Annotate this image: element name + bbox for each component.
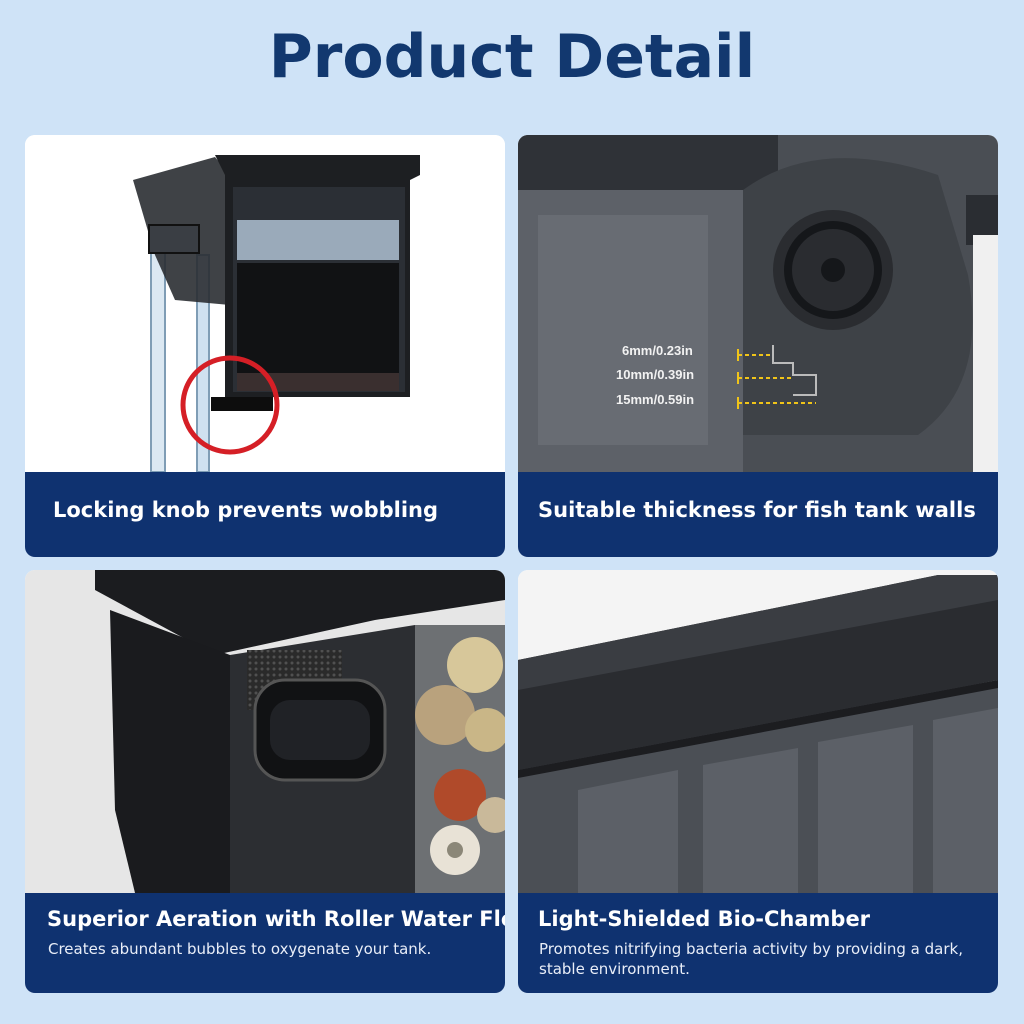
caption-subtitle: Creates abundant bubbles to oxygenate yo… <box>48 940 432 958</box>
caption-bar: Suitable thickness for fish tank walls <box>518 472 998 557</box>
caption-subtitle: Promotes nitrifying bacteria activity by… <box>539 940 963 978</box>
caption-title: Locking knob prevents wobbling <box>53 498 439 522</box>
page-title: Product Detail <box>268 22 756 92</box>
measurement-label: 6mm/0.23in <box>622 343 693 358</box>
aeration-photo <box>25 570 505 893</box>
feature-card-wall-thickness: 6mm/0.23in 10mm/0.39in 15mm/0.59in Suita… <box>518 135 998 557</box>
caption-bar: Superior Aeration with Roller Water Flow… <box>25 893 505 993</box>
caption-bar: Locking knob prevents wobbling <box>25 472 505 557</box>
caption-title: Superior Aeration with Roller Water Flow <box>47 907 505 931</box>
locking-knob-photo <box>25 135 505 472</box>
bio-chamber-photo <box>518 570 998 893</box>
caption-title: Light-Shielded Bio-Chamber <box>538 907 871 931</box>
wall-thickness-photo: 6mm/0.23in 10mm/0.39in 15mm/0.59in <box>518 135 998 472</box>
feature-card-aeration: Superior Aeration with Roller Water Flow… <box>25 570 505 993</box>
feature-card-locking-knob: Locking knob prevents wobbling <box>25 135 505 557</box>
caption-title: Suitable thickness for fish tank walls <box>538 498 976 522</box>
measurement-label: 10mm/0.39in <box>616 367 695 382</box>
measurement-label: 15mm/0.59in <box>616 392 695 407</box>
caption-bar: Light-Shielded Bio-Chamber Promotes nitr… <box>518 893 998 993</box>
feature-card-bio-chamber: Light-Shielded Bio-Chamber Promotes nitr… <box>518 570 998 993</box>
